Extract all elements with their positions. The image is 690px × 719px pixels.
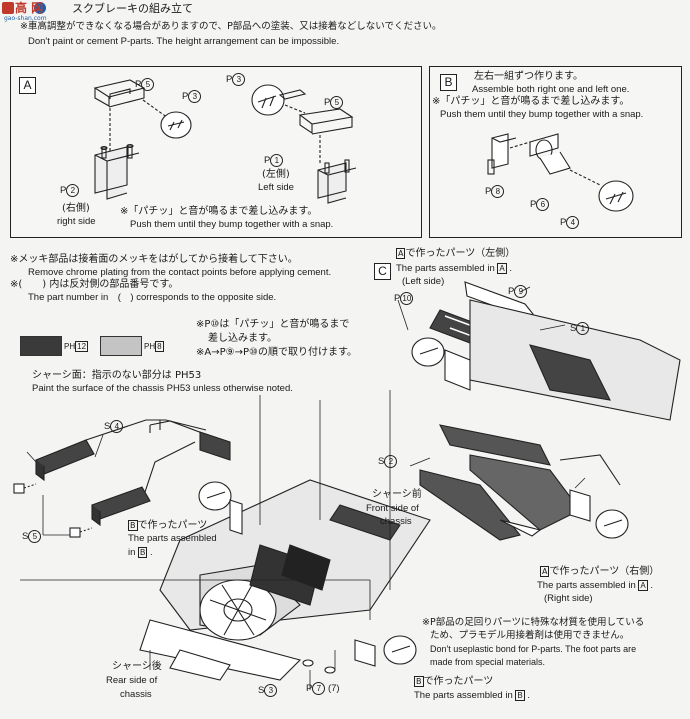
panel-b-en1: Assemble both right one and left one. [472,84,630,95]
right-side-jp: (右側) [62,203,90,214]
header: 高 网 gao-shan.com スクブレーキの組み立て ※車高調整ができなくな… [0,0,690,32]
paren-note-en: The part number in ( ) corresponds to th… [28,292,277,303]
panel-b-jp2: ※「パチッ」と音が鳴るまで差し込みます。 [432,96,630,107]
order-note-jp: ※A→P⑨→P⑩の順で取り付けます。 [196,347,357,358]
chrome-note-jp: ※メッキ部品は接着面のメッキをはがしてから接着して下さい。 [10,254,298,265]
p10-note-jp1: ※P⑩は「パチッ」と音が鳴るまで [196,319,350,330]
front-chassis-en1: Front side of [366,503,419,514]
p10-note-jp2: 差し込みます。 [208,333,277,344]
foot-note-jp1: ※P部品の足回りパーツに特殊な材質を使用している [422,617,645,628]
made-b2-en: The parts assembled in B . [414,690,531,701]
panel-a-letter: A [19,77,36,94]
front-chassis-en2: chassis [380,516,412,527]
rear-chassis-en1: Rear side of [106,675,158,686]
chassis-note-en: Paint the surface of the chassis PH53 un… [32,383,293,394]
made-left-en: The parts assembled in A . [396,263,513,274]
panel-b-jp1: 左右一組ずつ作ります。 [474,71,583,82]
chrome-note-en: Remove chrome plating from the contact p… [28,267,332,278]
logo-mark-icon [2,2,14,14]
page-title: スクブレーキの組み立て [72,2,193,15]
panel-b-en2: Push them until they bump together with … [440,109,644,120]
panel-a-snap-jp: ※「パチッ」と音が鳴るまで差し込みます。 [120,206,318,217]
chassis-note-jp: シャーシ面：指示のない部分は PH53 [32,370,202,381]
logo-url: gao-shan.com [4,15,47,22]
made-b-en1: The parts assembled [128,533,217,544]
foot-note-jp2: ため、プラモデル用接着剤は使用できません。 [430,630,630,641]
rear-chassis-en2: chassis [120,689,152,700]
logo-circle-icon [34,2,46,14]
logo-text: 高 网 [15,1,44,15]
panel-a [10,66,422,238]
left-side-label: (Left side) [402,276,445,287]
panel-b-letter: B [440,74,457,91]
paren-note-jp: ※( ) 内は反対側の部品番号です。 [10,279,179,290]
header-note-en: Don't paint or cement P-parts. The heigh… [28,36,340,47]
header-note-jp: ※車高調整ができなくなる場合がありますので、P部品への塗装、又は接着などしないで… [20,21,442,32]
panel-b [429,66,682,238]
panel-a-snap-en: Push them until they bump together with … [130,219,334,230]
made-b-en2: in B . [128,547,153,558]
left-side-en: Left side [258,182,294,193]
panel-c-letter: C [374,263,391,280]
right-side-en: right side [57,216,96,227]
left-side-jp: (左側) [262,169,290,180]
foot-note-en1: Don't useplastic bond for P-parts. The f… [430,644,637,654]
color-swatch-dark [20,336,62,356]
color-swatch-light [100,336,142,356]
rear-chassis-jp: シャーシ後 [112,661,162,672]
foot-note-en2: made from special materials. [430,657,546,667]
made-right-en: The parts assembled in A . [537,580,654,591]
right-side-label: (Right side) [544,593,593,604]
front-chassis-jp: シャーシ前 [372,489,422,500]
